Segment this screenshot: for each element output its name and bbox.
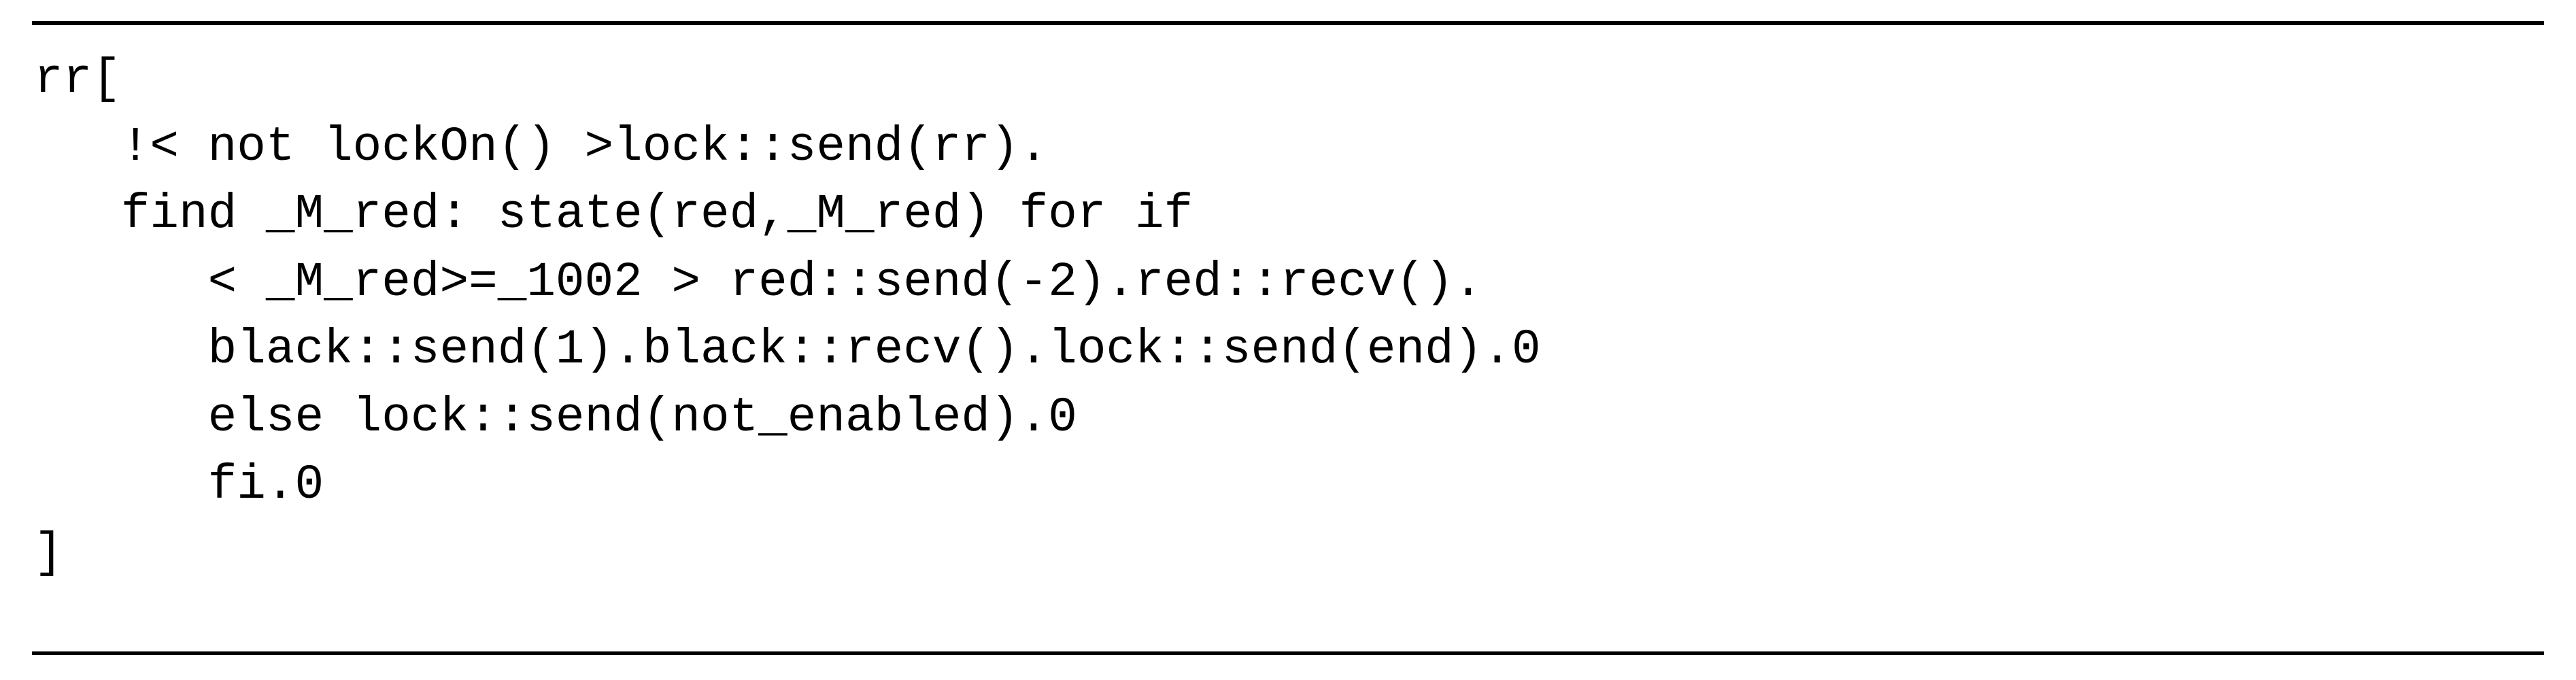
code-line: else lock::send(not_enabled).0: [34, 390, 1077, 445]
top-rule: [32, 21, 2544, 25]
code-line: find _M_red: state(red,_M_red) for if: [34, 188, 1193, 242]
code-line: !< not lockOn() >lock::send(rr).: [34, 120, 1049, 175]
code-line: rr[: [34, 52, 121, 107]
code-line: black::send(1).black::recv().lock::send(…: [34, 323, 1541, 377]
code-listing: rr[ !< not lockOn() >lock::send(rr). fin…: [34, 46, 1541, 588]
code-line: ]: [34, 526, 63, 581]
code-line: < _M_red>=_1002 > red::send(-2).red::rec…: [34, 255, 1483, 310]
bottom-rule: [32, 651, 2544, 655]
code-line: fi.0: [34, 458, 324, 513]
